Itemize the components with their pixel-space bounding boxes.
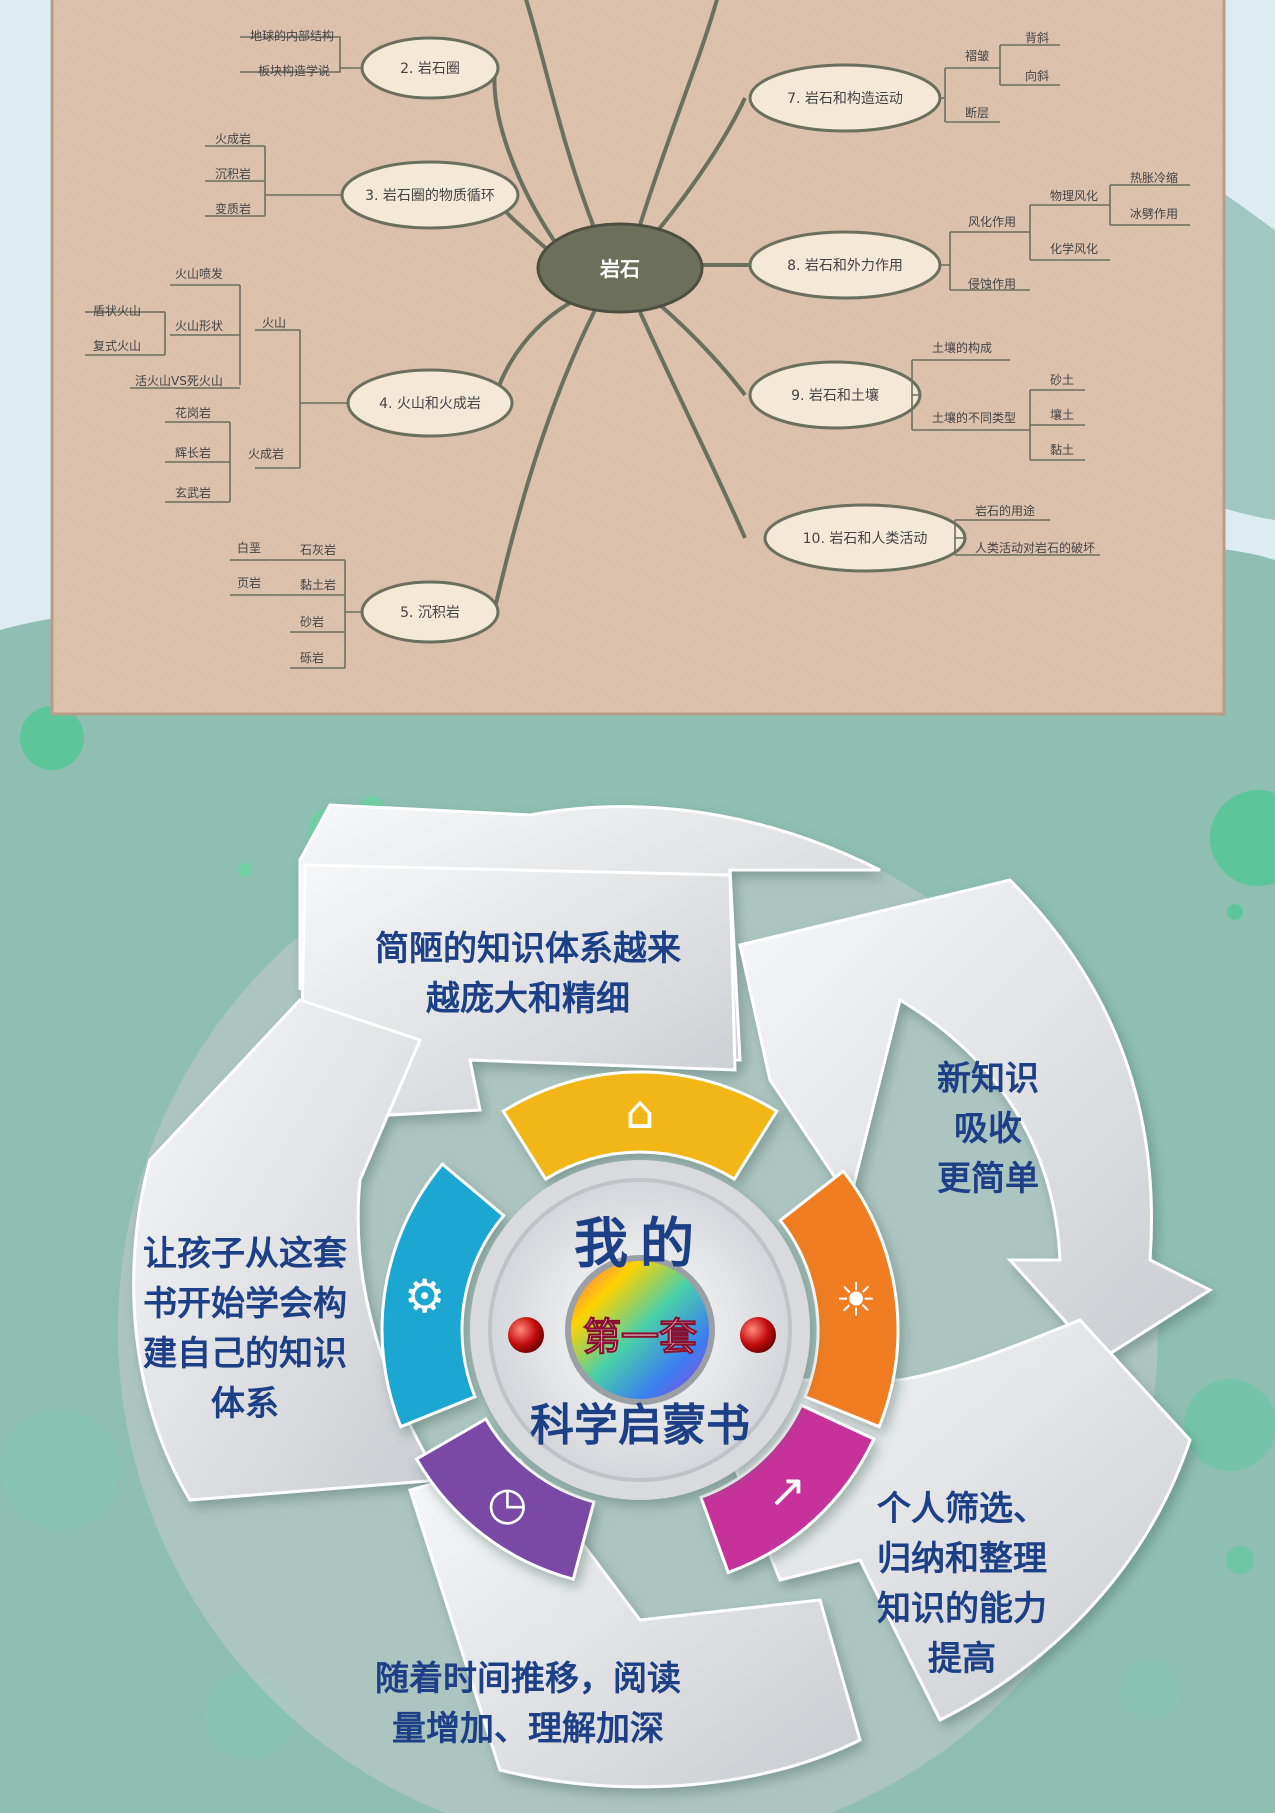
- cycle-step-1-line: 越庞大和精细: [426, 979, 630, 1019]
- cycle-step-4-line: 量增加、理解加深: [392, 1709, 664, 1749]
- growth-chart-icon: ↗: [768, 1464, 807, 1518]
- cycle-step-2-line: 吸收: [954, 1109, 1022, 1149]
- gears-icon: ⚙: [404, 1269, 445, 1323]
- cycle-step-3-line: 提高: [928, 1639, 996, 1679]
- cycle-step-1-line: 简陋的知识体系越来: [375, 929, 681, 969]
- center-badge-label: 第一套: [583, 1315, 697, 1359]
- center-title-bottom: 科学启蒙书: [530, 1400, 750, 1451]
- center-title-top: 我的: [574, 1212, 706, 1275]
- clock-icon: ◷: [487, 1476, 527, 1530]
- cycle-step-2-line: 新知识: [937, 1059, 1039, 1099]
- cycle-step-5-line: 让孩子从这套: [143, 1234, 347, 1274]
- right-red-dot: [740, 1317, 776, 1353]
- left-red-dot: [508, 1317, 544, 1353]
- cycle-step-3-line: 个人筛选、: [877, 1489, 1047, 1529]
- home-icon: ⌂: [625, 1085, 654, 1139]
- cycle-step-5-line: 建自己的知识: [143, 1334, 347, 1374]
- lightbulb-icon: ☀: [835, 1273, 876, 1327]
- cycle-step-2-line: 更简单: [937, 1159, 1039, 1199]
- cycle-step-5-line: 体系: [211, 1384, 279, 1424]
- cycle-step-3-line: 归纳和整理: [877, 1539, 1047, 1579]
- cycle-step-5-line: 书开始学会构: [143, 1284, 347, 1324]
- cycle-step-4-line: 随着时间推移，阅读: [375, 1659, 681, 1699]
- cycle-step-3-line: 知识的能力: [877, 1589, 1047, 1629]
